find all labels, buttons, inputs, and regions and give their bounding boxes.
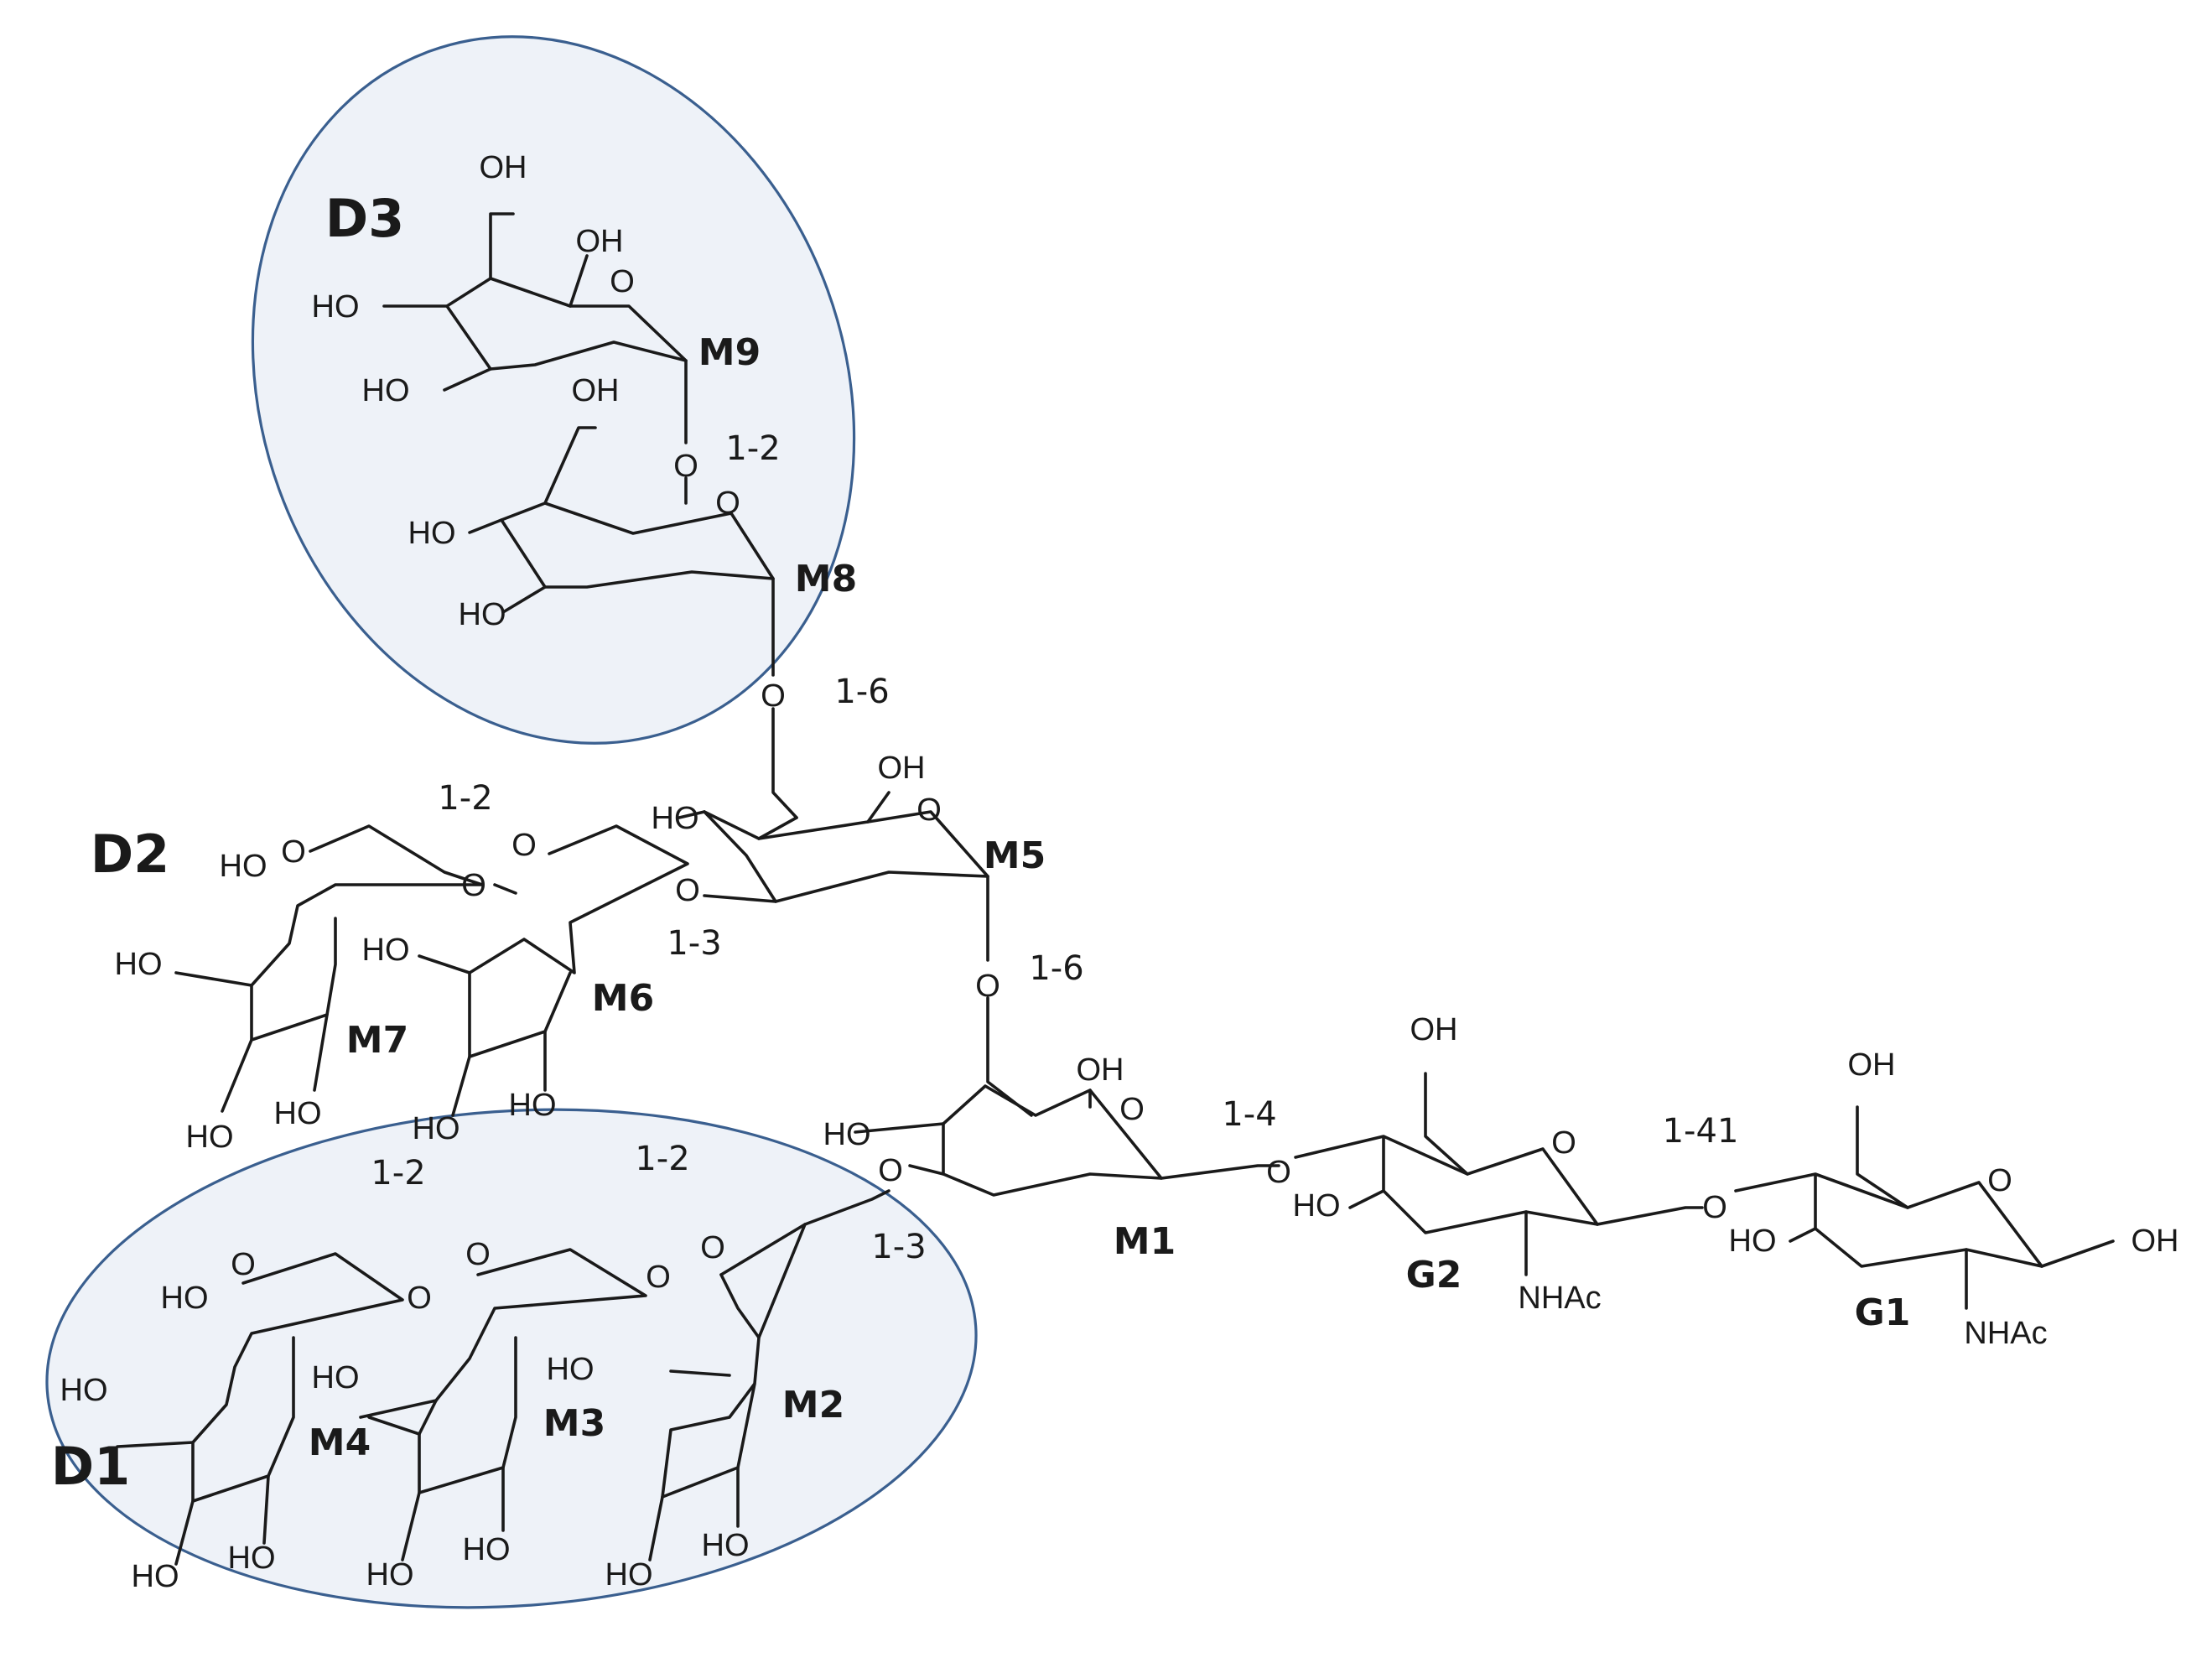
glycosidic-oxygen-m1-g2: O [1266, 1155, 1291, 1190]
hydroxyl-m4-c3: HO [228, 1541, 276, 1576]
hydroxyl-m7-c4: HO [186, 1120, 234, 1155]
ring-oxygen-m6: O [511, 828, 537, 863]
hydroxyl-m8-c6: OH [572, 373, 620, 408]
domain-d1-region [45, 1108, 978, 1609]
ring-oxygen-g1: O [1987, 1163, 2012, 1198]
m4-ring [116, 1252, 404, 1566]
hydroxyl-m2-c4: HO [605, 1557, 653, 1593]
hydroxyl-m9-c6: OH [480, 150, 527, 185]
linkage-label-m1-g2: 1-4 [1222, 1095, 1276, 1134]
residue-label-m8: M8 [795, 558, 857, 600]
linkage-label-m4-m3: 1-2 [371, 1154, 425, 1193]
hydroxyl-m2-c6: HO [547, 1352, 595, 1387]
ring-oxygen-g2: O [1551, 1125, 1576, 1161]
m7-ring [174, 824, 484, 1113]
hydroxyl-m7-c3: HO [274, 1096, 322, 1131]
glycosidic-oxygen-m2-m1: O [878, 1153, 903, 1188]
hydroxyl-m7-c2: HO [220, 849, 267, 884]
hydroxyl-m5-c4: HO [652, 801, 699, 836]
g2-ring [1294, 1072, 1704, 1276]
hydroxyl-g1-c3: HO [1729, 1224, 1777, 1259]
residue-label-m1: M1 [1114, 1220, 1176, 1263]
hydroxyl-m1-c2: OH [1077, 1052, 1124, 1088]
hydroxyl-m8-c4: HO [408, 516, 456, 551]
hydroxyl-m6-c4: HO [413, 1111, 460, 1146]
residue-label-m3: M3 [543, 1402, 605, 1445]
linkage-label-m8-m5: 1-6 [834, 673, 889, 711]
m5-ring [678, 791, 1033, 1117]
residue-label-m6: M6 [592, 977, 654, 1020]
hydroxyl-m7-c6: HO [115, 947, 163, 982]
hydroxyl-m3-c4: HO [366, 1557, 414, 1593]
hydroxyl-g1-c1: OH [2132, 1224, 2179, 1259]
residue-label-m5: M5 [984, 834, 1046, 877]
glycosidic-oxygen-m7-m6: O [461, 868, 486, 903]
m9-ring [382, 212, 688, 505]
ring-oxygen-m2: O [700, 1230, 725, 1265]
residue-label-m7: M7 [346, 1019, 408, 1062]
glycosidic-oxygen-m5-m1: O [975, 969, 1000, 1004]
m1-ring [854, 1084, 1280, 1197]
hydroxyl-m9-c3: HO [362, 373, 410, 408]
domain-label-d2: D2 [91, 824, 170, 885]
linkage-label-m3-m2: 1-2 [635, 1140, 689, 1178]
linkage-label-m5-m1: 1-6 [1029, 949, 1083, 988]
m8-ring [468, 426, 798, 819]
ring-oxygen-m1: O [1119, 1092, 1145, 1127]
hydroxyl-g2-c6: OH [1410, 1012, 1458, 1047]
hydroxyl-g1-c6: OH [1848, 1047, 1896, 1083]
hydroxyl-m6-c6: HO [362, 933, 410, 968]
residue-label-m4: M4 [309, 1421, 371, 1464]
glycosidic-oxygen-m3-m2: O [646, 1260, 671, 1295]
hydroxyl-m9-c4: HO [312, 289, 360, 325]
hydroxyl-m4-c6: HO [60, 1373, 108, 1408]
g1-ring [1734, 1105, 2115, 1310]
linkage-label-m9-m8: 1-2 [725, 429, 780, 468]
hydroxyl-m6-c3: HO [509, 1088, 557, 1123]
acetamido-g2: NHAc [1518, 1281, 1601, 1316]
hydroxyl-m3-c6: HO [312, 1360, 360, 1395]
hydroxyl-g2-c3: HO [1293, 1188, 1341, 1224]
linkage-label-m2-m1: 1-3 [871, 1228, 926, 1266]
hydroxyl-m4-c4: HO [132, 1559, 179, 1594]
hydroxyl-m3-c3: HO [463, 1532, 511, 1567]
ring-oxygen-m3: O [465, 1237, 491, 1272]
residue-label-m2: M2 [782, 1384, 844, 1426]
ring-oxygen-m7: O [281, 834, 306, 870]
residue-label-g2: G2 [1406, 1254, 1462, 1296]
m6-ring [418, 824, 689, 1117]
m2-ring [648, 1189, 891, 1561]
m3-ring [359, 1248, 647, 1561]
glycosidic-oxygen-m8-m5: O [761, 678, 786, 714]
ring-oxygen-m9: O [610, 264, 635, 299]
glycosidic-oxygen-g2-g1: O [1702, 1190, 1727, 1225]
ring-oxygen-m8: O [715, 486, 740, 521]
acetamido-g1: NHAc [1964, 1316, 2047, 1351]
glycosidic-oxygen-m9-m8: O [673, 449, 698, 484]
hydroxyl-m8-c3: HO [459, 597, 506, 632]
domain-label-d1: D1 [51, 1436, 131, 1497]
residue-label-g1: G1 [1855, 1291, 1911, 1334]
ring-oxygen-m4: O [231, 1247, 256, 1282]
linkage-label-m6-m5: 1-3 [667, 924, 721, 963]
hydroxyl-m1-c4: HO [823, 1117, 871, 1152]
linkage-label-g2-g1: 1-41 [1663, 1112, 1739, 1151]
glycosidic-oxygen-m4-m3: O [407, 1281, 432, 1316]
residue-label-m9: M9 [698, 331, 761, 374]
domain-label-d3: D3 [325, 188, 405, 249]
domain-d3-region [251, 35, 856, 745]
linkage-label-m7-m6: 1-2 [438, 779, 492, 818]
hydroxyl-m9-c2: OH [576, 224, 624, 259]
ring-oxygen-m5: O [916, 792, 942, 828]
hydroxyl-m4-c2: HO [161, 1281, 209, 1316]
glycosidic-oxygen-m6-m5: O [675, 873, 700, 908]
hydroxyl-m5-c2: OH [878, 751, 926, 786]
hydroxyl-m2-c3: HO [702, 1528, 750, 1563]
